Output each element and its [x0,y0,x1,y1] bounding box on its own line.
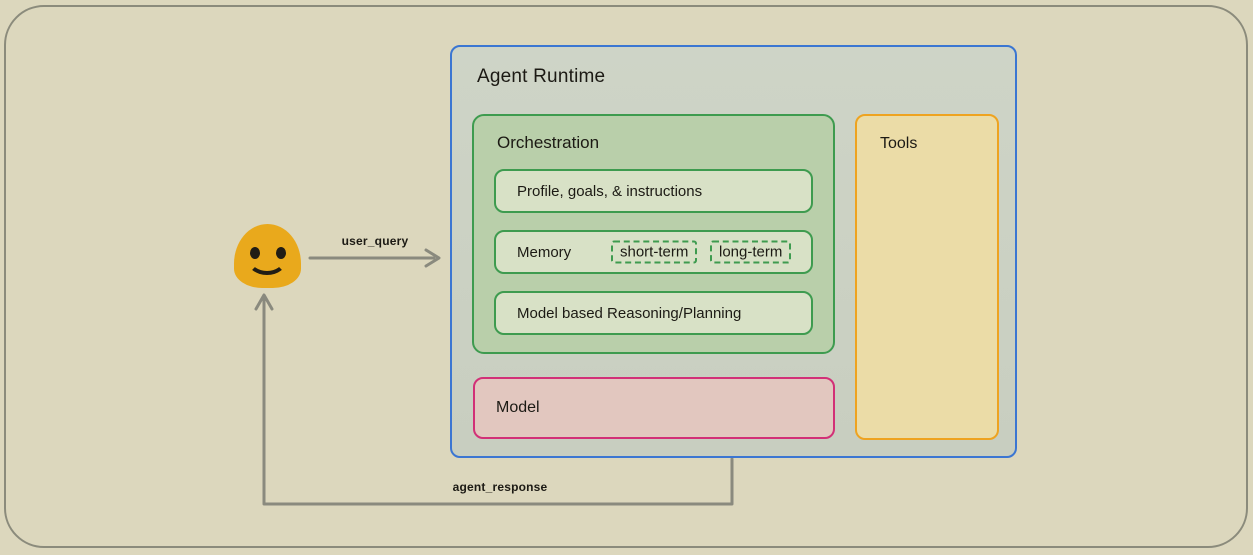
orchestration-item-reasoning: Model based Reasoning/Planning [494,291,813,335]
smiley-mouth [247,244,287,275]
model-label: Model [496,399,540,416]
agent-runtime-box: Agent Runtime Orchestration Profile, goa… [450,45,1017,458]
user-query-arrowhead-icon [424,248,441,268]
orchestration-item-memory: Memory short-term long-term [494,230,813,274]
orchestration-item-label: Profile, goals, & instructions [517,182,703,200]
canvas-frame [4,5,1248,548]
memory-tag-short-term: short-term [611,240,698,264]
orchestration-title: Orchestration [497,133,600,152]
orchestration-item-label: Model based Reasoning/Planning [517,304,742,322]
orchestration-box: Orchestration Profile, goals, & instruct… [472,114,835,354]
orchestration-item-label: Memory [517,243,572,261]
agent-response-label: agent_response [452,480,548,494]
tools-box: Tools [855,114,999,440]
memory-tag-long-term: long-term [710,240,792,264]
tools-label: Tools [880,135,918,152]
agent-response-arrowhead-icon [254,293,274,311]
agent-response-line [262,297,734,506]
smiley-user-icon [234,224,301,288]
agent-runtime-title: Agent Runtime [477,66,606,87]
user-query-label: user_query [341,234,409,248]
model-box: Model [473,377,835,439]
orchestration-item-profile: Profile, goals, & instructions [494,169,813,213]
